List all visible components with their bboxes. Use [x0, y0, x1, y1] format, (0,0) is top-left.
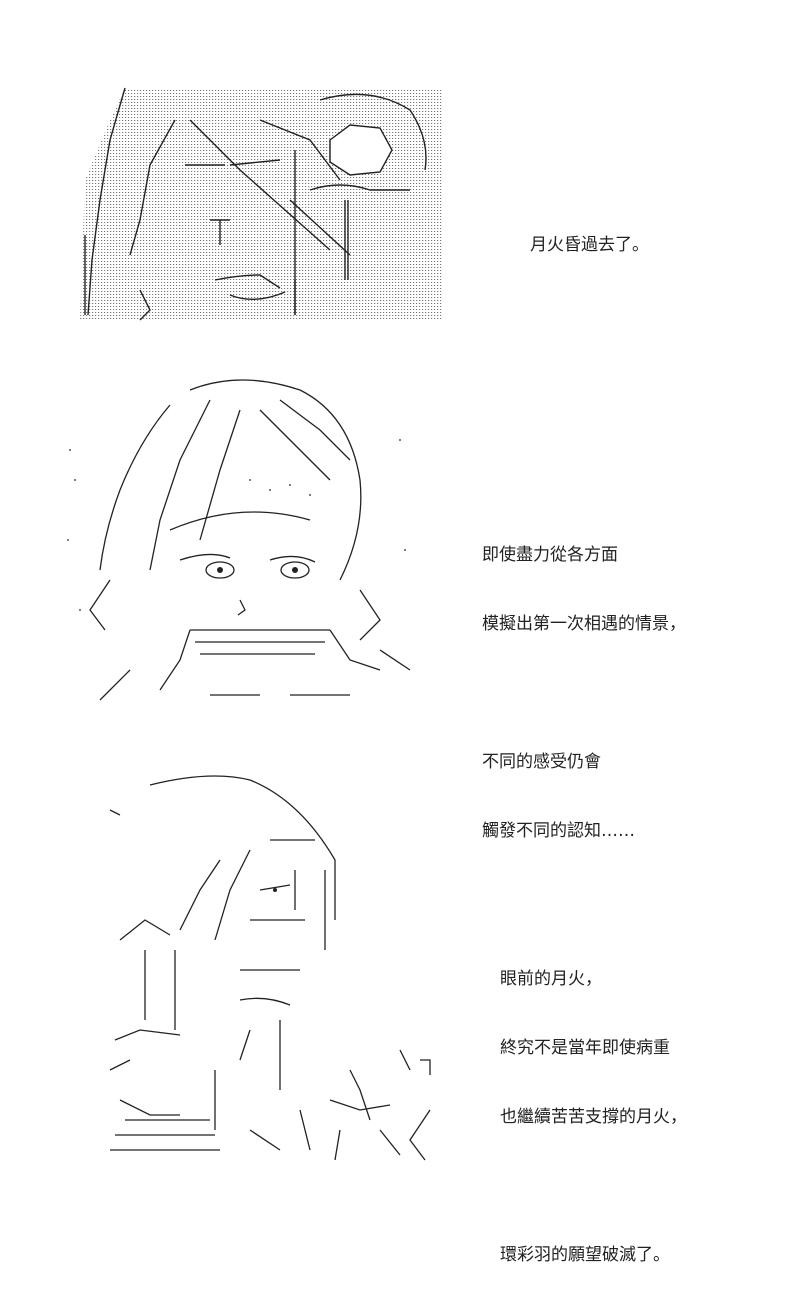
narration-text: 即使盡力從各方面 模擬出第一次相遇的情景， 不同的感受仍會 觸發不同的認知…… — [482, 498, 686, 889]
narration-line: 環彩羽的願望破滅了。 — [500, 1245, 670, 1265]
narration-text: 眼前的月火， 終究不是當年即使病重 也繼續苦苦支撐的月火， 環彩羽的願望破滅了。 — [500, 922, 687, 1313]
narration-line — [482, 682, 686, 705]
character-closeup-ascii-art — [60, 370, 420, 715]
narration-line: 月火昏過去了。 — [530, 235, 649, 255]
character-profile-ascii-art — [100, 770, 450, 1170]
panel-2: 即使盡力從各方面 模擬出第一次相遇的情景， 不同的感受仍會 觸發不同的認知…… — [0, 360, 800, 841]
narration-line: 不同的感受仍會 — [482, 752, 601, 772]
narration-line: 終究不是當年即使病重 — [500, 1038, 670, 1058]
narration-line: 即使盡力從各方面 — [482, 545, 618, 565]
ascii-art-drawing — [67, 379, 411, 701]
narration-line: 模擬出第一次相遇的情景， — [482, 614, 686, 634]
narration-line: 也繼續苦苦支撐的月火， — [500, 1107, 687, 1127]
character-lying-ascii-art — [80, 80, 450, 325]
ascii-art-drawing — [109, 775, 431, 1161]
narration-line: 眼前的月火， — [500, 969, 602, 989]
ascii-art-drawing — [80, 87, 442, 321]
narration-text: 月火昏過去了。 — [530, 188, 649, 303]
panel-3: 眼前的月火， 終究不是當年即使病重 也繼續苦苦支撐的月火， 環彩羽的願望破滅了。 — [0, 760, 800, 1265]
narration-line: 觸發不同的認知…… — [482, 821, 635, 841]
narration-line — [500, 1175, 687, 1198]
dotted-shading — [80, 88, 442, 320]
panel-1: 月火昏過去了。 — [0, 60, 800, 330]
